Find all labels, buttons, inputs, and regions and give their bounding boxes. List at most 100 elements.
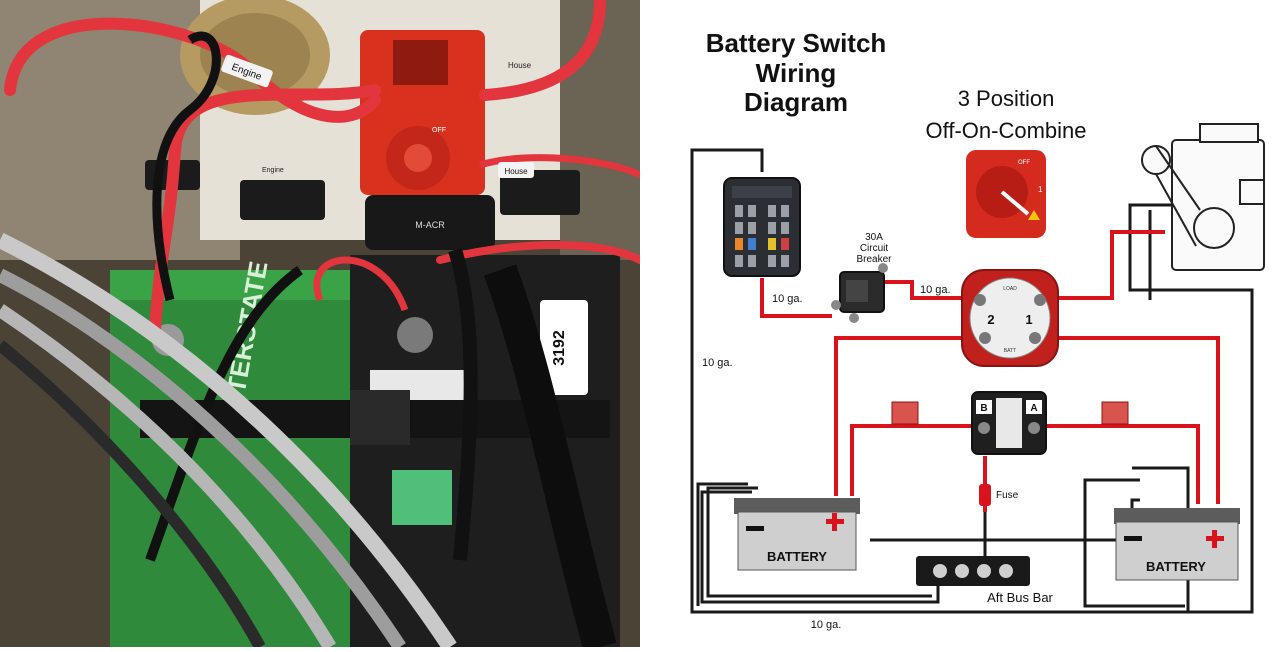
acr-relay	[365, 195, 495, 250]
battery-installation-photo: 3192 INTERSTATE OFF M-ACR	[0, 0, 640, 647]
left-battery-plus-v	[832, 513, 837, 531]
breaker-label-line2: Circuit	[860, 243, 889, 254]
diagram-title-line2: Wiring	[756, 58, 837, 88]
bus-bar-label: Aft Bus Bar	[987, 590, 1053, 605]
engine-cable-tag-bg	[221, 54, 273, 88]
bus-bar-stud-2	[955, 564, 969, 578]
wiring-diagram: Battery Switch Wiring Diagram 3 Position…	[640, 0, 1280, 647]
left-battery-minus	[746, 526, 764, 531]
red-cable-right	[436, 241, 640, 264]
house-cable-tag: House	[504, 167, 528, 176]
house-cable-tag-bg	[498, 162, 534, 178]
fuse-label: Fuse	[996, 490, 1019, 501]
fuse-block-header	[732, 186, 792, 198]
round-vent-inner	[200, 13, 310, 97]
right-battery-plus-v	[1212, 530, 1217, 548]
grey-cable-1	[0, 232, 457, 647]
battery-number-tag-bg	[540, 300, 588, 395]
left-outer-ground-loop	[690, 148, 1190, 614]
switch-terminal-1-post	[1034, 294, 1046, 306]
bus-bar-stud-4	[999, 564, 1013, 578]
switch-knob-illustration: OFF 1	[966, 150, 1046, 238]
acr-a-box	[1026, 400, 1042, 414]
fuse-holder-left	[240, 180, 325, 220]
house-label-top: House	[508, 61, 532, 70]
acr-inline-fuse-right	[1101, 401, 1129, 425]
switch-batt-post-left	[979, 332, 991, 344]
breaker-label-line1: 30A	[865, 232, 883, 243]
diagram-title-line3: Diagram	[744, 87, 848, 117]
left-battery-ground-1	[700, 490, 940, 604]
breaker-to-switch-load	[883, 280, 975, 300]
engine-panel-label: Engine	[262, 167, 284, 174]
acr-inline-fuse-left	[891, 401, 919, 425]
diagram-subtitle-line1: 3 Position	[958, 86, 1055, 111]
knob-switch-warning	[1028, 210, 1040, 220]
acr-b-box	[976, 400, 992, 414]
gauge-label-fuse-block: 10 ga.	[772, 293, 803, 305]
fuse-holder-right	[500, 170, 580, 215]
photo-illustration: 3192 INTERSTATE OFF M-ACR	[0, 0, 640, 647]
acr-terminal-b: B	[980, 403, 987, 414]
left-battery-label: BATTERY	[767, 549, 827, 564]
fuse-block	[723, 177, 801, 277]
acr-to-left-battery	[850, 424, 972, 496]
engine-pulley-main	[1193, 207, 1235, 249]
engine-ground	[1095, 203, 1254, 614]
red-cable-house	[479, 0, 606, 101]
switch-off-label: OFF	[432, 127, 446, 134]
right-battery-body	[1115, 521, 1239, 581]
engine-top	[1199, 123, 1259, 143]
knob-switch-pointer	[1000, 190, 1030, 216]
switch-terminal-2-post	[974, 294, 986, 306]
fuse-block-body	[723, 177, 801, 277]
bus-to-right-battery	[870, 498, 1140, 542]
left-battery: BATTERY	[734, 498, 860, 571]
diagram-title-line1: Battery Switch	[706, 28, 887, 58]
engine-box	[1239, 179, 1265, 205]
switch-cable-opening	[393, 40, 448, 85]
acr-a-stud	[1028, 422, 1040, 434]
acr-to-right-battery	[1046, 424, 1200, 504]
gauge-label-left-loop: 10 ga.	[702, 357, 733, 369]
right-battery: BATTERY	[1114, 508, 1240, 581]
grey-cable-2	[0, 268, 406, 647]
right-battery-ground	[1083, 478, 1185, 608]
breaker-terminal-b	[849, 313, 859, 323]
right-wall	[560, 0, 640, 260]
switch-knob-center	[404, 144, 432, 172]
red-cable-loop	[313, 256, 409, 312]
breaker-terminal-a	[831, 300, 841, 310]
switch-to-engine	[1040, 230, 1165, 300]
acr-label-plate	[996, 398, 1022, 448]
fuse-block-fuses	[735, 205, 789, 267]
breaker-label-line3: Breaker	[856, 254, 892, 265]
left-battery-ground-3	[696, 482, 748, 606]
gauge-label-breaker-switch: 10 ga.	[920, 284, 951, 296]
aft-bus-bar	[916, 556, 1030, 586]
engine-belt	[1155, 145, 1201, 247]
acr-terminal-a: A	[1030, 403, 1037, 414]
wiring-diagram-canvas: Battery Switch Wiring Diagram 3 Position…	[690, 28, 1265, 631]
grey-cable-3	[0, 304, 337, 647]
switch-batt-post-right	[1029, 332, 1041, 344]
battery-number-tag: 3192	[551, 330, 568, 366]
switch-to-left-battery	[834, 336, 985, 496]
strap-buckle	[350, 390, 410, 445]
engine-illustration	[1141, 123, 1265, 271]
knob-switch-off: OFF	[1018, 160, 1030, 166]
gauge-label-bottom: 10 ga.	[811, 619, 842, 631]
circuit-breaker	[831, 263, 888, 323]
right-battery-lid	[1114, 508, 1240, 524]
acr-ground-fuse	[979, 484, 991, 506]
bus-bar-stud-1	[933, 564, 947, 578]
acr-relay-label: M-ACR	[415, 220, 445, 230]
black-cable-3	[484, 264, 617, 647]
switch-to-right-battery	[1040, 336, 1220, 504]
battery-switch: 2 1 LOAD BATT	[961, 269, 1059, 367]
acr-b-stud	[978, 422, 990, 434]
red-cable-house-2	[478, 154, 640, 179]
red-cable-engine	[4, 17, 381, 123]
left-battery-ground-2	[706, 486, 932, 598]
